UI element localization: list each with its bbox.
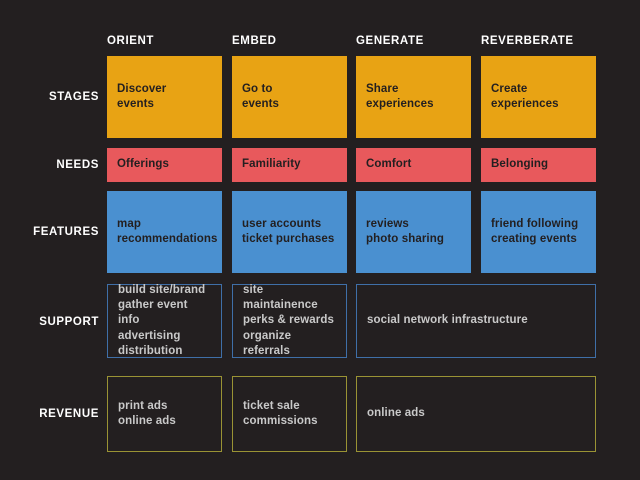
row-label-features: FEATURES (33, 226, 99, 238)
cell-text: Comfort (366, 158, 412, 171)
cell-revenue-embed[interactable]: ticket sale commissions (232, 376, 347, 452)
cell-needs-orient[interactable]: Offerings (107, 148, 222, 182)
cell-text: build site/brand gather event info adver… (118, 283, 206, 357)
cell-text: Create experiences (491, 82, 559, 110)
cell-text: online ads (367, 407, 425, 420)
cell-stages-generate[interactable]: Share experiences (356, 56, 471, 138)
row-label-needs: NEEDS (56, 159, 99, 171)
column-header-orient: ORIENT (107, 35, 155, 47)
cell-text: social network infrastructure (367, 314, 528, 327)
cell-text: Discover events (117, 82, 167, 110)
cell-text: Belonging (491, 158, 549, 171)
row-label-stages: STAGES (48, 91, 99, 103)
cell-features-generate[interactable]: reviews photo sharing (356, 191, 471, 273)
cell-text: friend following creating events (491, 217, 579, 245)
column-header-generate: GENERATE (356, 35, 424, 47)
row-label-support: SUPPORT (39, 316, 99, 328)
cell-revenue-orient[interactable]: print ads online ads (107, 376, 222, 452)
cell-needs-reverberate[interactable]: Belonging (481, 148, 596, 182)
cell-support-embed[interactable]: site maintainence perks & rewards organi… (232, 284, 347, 358)
cell-text: Familiarity (242, 158, 301, 171)
cell-stages-orient[interactable]: Discover events (107, 56, 222, 138)
cell-revenue-generate-reverberate[interactable]: online ads (356, 376, 596, 452)
column-header-reverberate: REVERBERATE (481, 35, 574, 47)
cell-stages-reverberate[interactable]: Create experiences (481, 56, 596, 138)
cell-features-orient[interactable]: map recommendations (107, 191, 222, 273)
column-header-embed: EMBED (232, 35, 277, 47)
cell-text: Offerings (117, 158, 170, 171)
cell-needs-generate[interactable]: Comfort (356, 148, 471, 182)
cell-text: Share experiences (366, 82, 434, 110)
cell-text: reviews photo sharing (366, 217, 444, 245)
cell-needs-embed[interactable]: Familiarity (232, 148, 347, 182)
cell-text: print ads online ads (118, 399, 176, 427)
cell-text: map recommendations (117, 217, 218, 245)
cell-text: user accounts ticket purchases (242, 217, 335, 245)
cell-support-generate-reverberate[interactable]: social network infrastructure (356, 284, 596, 358)
cell-text: Go to events (242, 82, 280, 110)
cell-text: ticket sale commissions (243, 399, 318, 427)
row-label-revenue: REVENUE (39, 408, 99, 420)
cell-text: site maintainence perks & rewards organi… (243, 283, 334, 357)
cell-features-embed[interactable]: user accounts ticket purchases (232, 191, 347, 273)
cell-features-reverberate[interactable]: friend following creating events (481, 191, 596, 273)
cell-stages-embed[interactable]: Go to events (232, 56, 347, 138)
cell-support-orient[interactable]: build site/brand gather event info adver… (107, 284, 222, 358)
